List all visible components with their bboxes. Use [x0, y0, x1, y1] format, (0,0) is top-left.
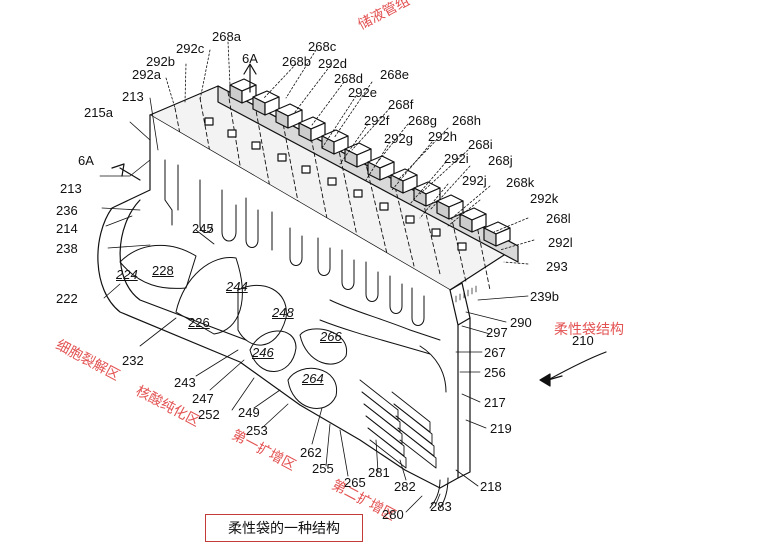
- ref-label: 268l: [546, 211, 571, 226]
- ref-label: 292e: [348, 85, 377, 100]
- section-arrows: [111, 63, 607, 387]
- ref-label: 252: [198, 407, 220, 422]
- ref-label: 214: [56, 221, 78, 236]
- ref-label: 243: [174, 375, 196, 390]
- ref-label: 268g: [408, 113, 437, 128]
- ref-label: 264: [302, 371, 324, 386]
- figure-caption: 柔性袋的一种结构: [205, 514, 363, 542]
- ref-label: 213: [122, 89, 144, 104]
- ref-label: 248: [272, 305, 294, 320]
- ref-label: 281: [368, 465, 390, 480]
- ref-label: 236: [56, 203, 78, 218]
- ref-label: 290: [510, 315, 532, 330]
- ref-label: 213: [60, 181, 82, 196]
- ref-label: 283: [430, 499, 452, 514]
- ref-label: 292l: [548, 235, 573, 250]
- zone-flexible-bag: 柔性袋结构: [554, 322, 624, 338]
- ref-label: 292k: [530, 191, 559, 206]
- ref-label: 268b: [282, 54, 311, 69]
- ref-label: 268a: [212, 29, 241, 44]
- ref-label: 228: [152, 263, 174, 278]
- ref-label: 239b: [530, 289, 559, 304]
- ref-label: 280: [382, 507, 404, 522]
- ref-label: 6A: [242, 51, 258, 66]
- ref-label: 238: [56, 241, 78, 256]
- ref-label: 292h: [428, 129, 457, 144]
- ref-label: 217: [484, 395, 506, 410]
- ref-label: 6A: [78, 153, 94, 168]
- ref-label: 255: [312, 461, 334, 476]
- bag-body: [97, 114, 477, 509]
- ref-label: 267: [484, 345, 506, 360]
- ref-label: 293: [546, 259, 568, 274]
- ref-label: 268i: [468, 137, 493, 152]
- ref-label: 249: [238, 405, 260, 420]
- ref-label: 268e: [380, 67, 409, 82]
- ref-label: 253: [246, 423, 268, 438]
- ref-label: 262: [300, 445, 322, 460]
- ref-label: 266: [320, 329, 342, 344]
- ref-label: 292c: [176, 41, 205, 56]
- leader-lines: [165, 41, 535, 265]
- ref-label: 245: [192, 221, 214, 236]
- ref-label: 256: [484, 365, 506, 380]
- ref-label: 246: [252, 345, 274, 360]
- ref-label: 297: [486, 325, 508, 340]
- ref-label: 222: [56, 291, 78, 306]
- ref-label: 292i: [444, 151, 469, 166]
- ref-label: 268c: [308, 39, 337, 54]
- ref-label: 219: [490, 421, 512, 436]
- leader-lines-solid: [99, 97, 529, 513]
- ref-label: 268h: [452, 113, 481, 128]
- ref-label: 268k: [506, 175, 535, 190]
- ref-label: 292b: [146, 54, 175, 69]
- ref-label: 218: [480, 479, 502, 494]
- ref-label: 224: [116, 267, 138, 282]
- ref-label: 292g: [384, 131, 413, 146]
- ref-label: 292a: [132, 67, 161, 82]
- ref-label: 268j: [488, 153, 513, 168]
- reservoir-ports: [229, 78, 511, 247]
- ref-label: 265: [344, 475, 366, 490]
- ref-label: 244: [226, 279, 248, 294]
- ref-label: 247: [192, 391, 214, 406]
- ref-label: 210: [572, 333, 594, 348]
- ref-label: 268d: [334, 71, 363, 86]
- ref-label: 292f: [364, 113, 390, 128]
- ref-label: 292d: [318, 56, 347, 71]
- ref-label: 282: [394, 479, 416, 494]
- ref-label: 268f: [388, 97, 414, 112]
- ref-label: 215a: [84, 105, 113, 120]
- ref-label: 232: [122, 353, 144, 368]
- ref-label: 292j: [462, 173, 487, 188]
- ref-label: 226: [188, 315, 210, 330]
